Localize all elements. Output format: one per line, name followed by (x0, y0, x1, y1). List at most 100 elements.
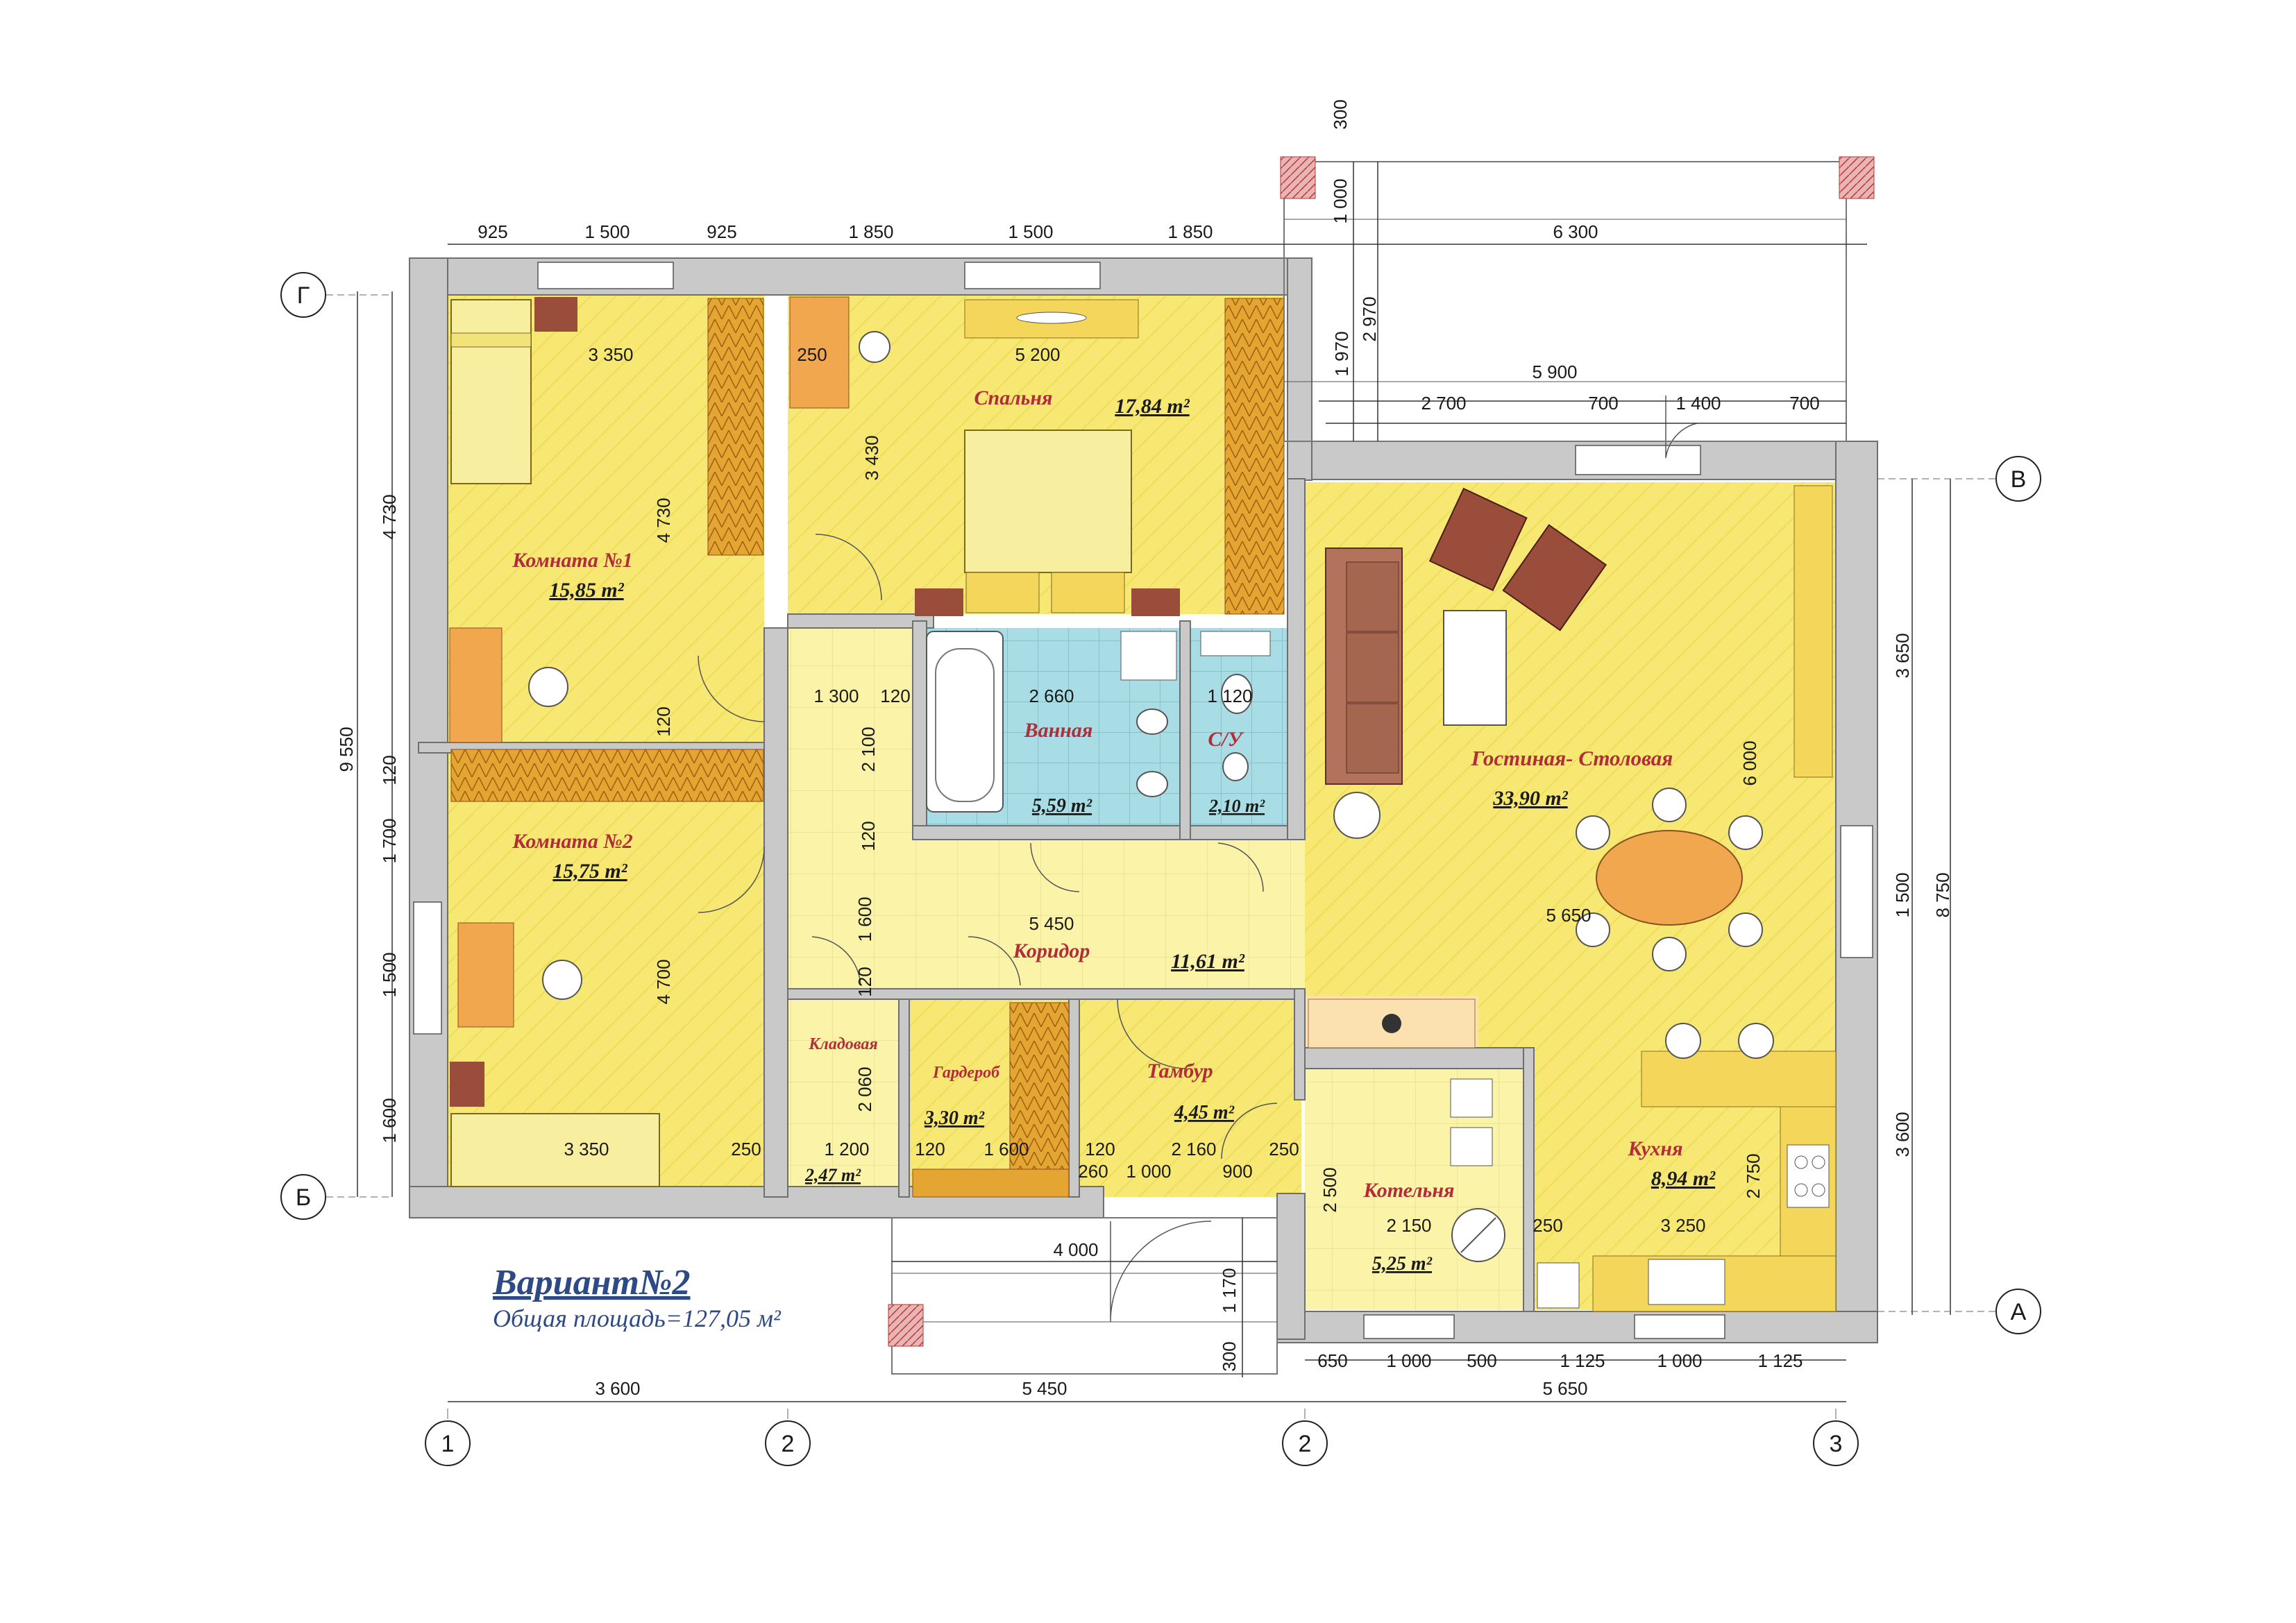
svg-text:Б: Б (296, 1184, 311, 1211)
svg-text:650: 650 (1317, 1350, 1347, 1371)
svg-text:925: 925 (707, 221, 736, 242)
svg-text:3 350: 3 350 (564, 1139, 609, 1159)
svg-text:1 500: 1 500 (584, 221, 630, 242)
svg-text:250: 250 (731, 1139, 761, 1159)
pantry-area: 2,47 m² (804, 1165, 861, 1185)
svg-text:300: 300 (1219, 1341, 1240, 1371)
svg-text:1 125: 1 125 (1757, 1350, 1803, 1371)
bedroom-name: Спальня (974, 386, 1053, 409)
svg-text:9 550: 9 550 (336, 726, 357, 772)
column-marker (1280, 156, 1316, 199)
column-marker (888, 1304, 924, 1347)
svg-text:Г: Г (297, 282, 310, 309)
svg-text:4 000: 4 000 (1053, 1239, 1098, 1260)
axis-marker-2a: 2 (765, 1420, 811, 1466)
wc-area: 2,10 m² (1208, 796, 1265, 816)
svg-text:250: 250 (1269, 1139, 1299, 1159)
living-area: 33,90 m² (1492, 787, 1568, 810)
vestibule-floor (1079, 999, 1301, 1197)
svg-text:3 600: 3 600 (595, 1378, 640, 1399)
double-bed (964, 430, 1132, 573)
svg-text:1 200: 1 200 (824, 1139, 869, 1159)
vestibule-name: Тамбур (1147, 1060, 1213, 1082)
desk-room2 (457, 922, 514, 1028)
dimension-text: 925 1 500 925 1 850 1 500 1 850 6 300 30… (336, 99, 1953, 1399)
bath-name: Ванная (1024, 719, 1093, 742)
dining-table (1596, 830, 1743, 926)
svg-text:2 060: 2 060 (854, 1067, 875, 1112)
bed-room2 (450, 1113, 660, 1187)
svg-text:120: 120 (379, 755, 400, 785)
nightstand-2 (450, 1062, 484, 1107)
room2-name: Комната №2 (512, 830, 633, 853)
kitchen-area: 8,94 m² (1651, 1167, 1716, 1190)
svg-text:2 750: 2 750 (1743, 1153, 1764, 1198)
svg-text:1 170: 1 170 (1219, 1268, 1240, 1313)
axis-marker-b: Б (280, 1174, 326, 1220)
svg-text:1 600: 1 600 (984, 1139, 1029, 1159)
svg-text:5 200: 5 200 (1015, 344, 1060, 365)
svg-text:120: 120 (653, 706, 674, 736)
svg-text:2 660: 2 660 (1029, 686, 1074, 706)
room2-area: 15,75 m² (552, 860, 627, 883)
desk-room1 (449, 627, 503, 743)
svg-text:250: 250 (1533, 1215, 1562, 1236)
nightstand (534, 297, 577, 332)
axis-marker-a: А (1995, 1289, 2041, 1334)
svg-text:1 850: 1 850 (848, 221, 893, 242)
svg-text:925: 925 (478, 221, 507, 242)
room-labels: Комната №1 15,85 m² Комната №2 15,75 m² … (512, 386, 1716, 1275)
svg-text:1 125: 1 125 (1560, 1350, 1605, 1371)
boiler-area: 5,25 m² (1372, 1253, 1433, 1275)
wardrobe-room1 (707, 298, 764, 556)
svg-text:5 650: 5 650 (1542, 1378, 1587, 1399)
terraces (888, 156, 1875, 1375)
svg-text:1 120: 1 120 (1207, 686, 1252, 706)
svg-text:120: 120 (880, 686, 910, 706)
svg-text:120: 120 (1085, 1139, 1115, 1159)
svg-text:120: 120 (915, 1139, 945, 1159)
svg-text:2 970: 2 970 (1359, 296, 1380, 341)
furniture (449, 296, 1837, 1312)
axis-marker-g: Г (280, 272, 326, 318)
wardrobe-area: 3,30 m² (924, 1107, 985, 1129)
pantry-name: Кладовая (808, 1035, 877, 1053)
svg-text:4 730: 4 730 (653, 498, 674, 543)
dimension-lines (357, 162, 1951, 1402)
title-block: Вариант№2 Общая площадь=127,05 м² (492, 1263, 782, 1332)
axis-marker-2b: 2 (1282, 1420, 1328, 1466)
bath-area: 5,59 m² (1032, 795, 1092, 817)
living-name: Гостиная- Столовая (1471, 746, 1673, 770)
svg-text:3 600: 3 600 (1892, 1112, 1913, 1157)
svg-text:900: 900 (1222, 1161, 1252, 1182)
svg-text:5 900: 5 900 (1532, 362, 1577, 382)
svg-text:120: 120 (854, 967, 875, 996)
svg-text:1: 1 (441, 1431, 455, 1457)
stove-icon (1787, 1144, 1830, 1208)
svg-text:1 000: 1 000 (1330, 178, 1351, 223)
svg-text:500: 500 (1467, 1350, 1496, 1371)
chair-icon (528, 667, 568, 707)
kitchen-name: Кухня (1627, 1137, 1682, 1160)
svg-text:1 600: 1 600 (854, 897, 875, 942)
wardrobe-name: Гардероб (932, 1064, 1000, 1082)
wc-floor (1190, 628, 1288, 826)
axis-marker-v: В (1995, 456, 2041, 502)
corridor-area: 11,61 m² (1171, 950, 1245, 973)
boiler-name: Котельня (1363, 1179, 1455, 1202)
column-marker (1839, 156, 1875, 199)
wc-name: С/У (1208, 728, 1244, 751)
svg-text:120: 120 (858, 821, 879, 851)
corridor-name: Коридор (1013, 940, 1090, 962)
svg-text:5 450: 5 450 (1022, 1378, 1067, 1399)
svg-text:250: 250 (797, 344, 827, 365)
armchair-1 (1428, 487, 1528, 592)
svg-text:4 730: 4 730 (379, 494, 400, 539)
axis-marker-3: 3 (1813, 1420, 1859, 1466)
svg-text:700: 700 (1789, 393, 1819, 414)
svg-text:1 400: 1 400 (1675, 393, 1721, 414)
svg-text:5 450: 5 450 (1029, 913, 1074, 934)
axis-marker-1: 1 (425, 1420, 471, 1466)
svg-text:3 650: 3 650 (1892, 633, 1913, 678)
